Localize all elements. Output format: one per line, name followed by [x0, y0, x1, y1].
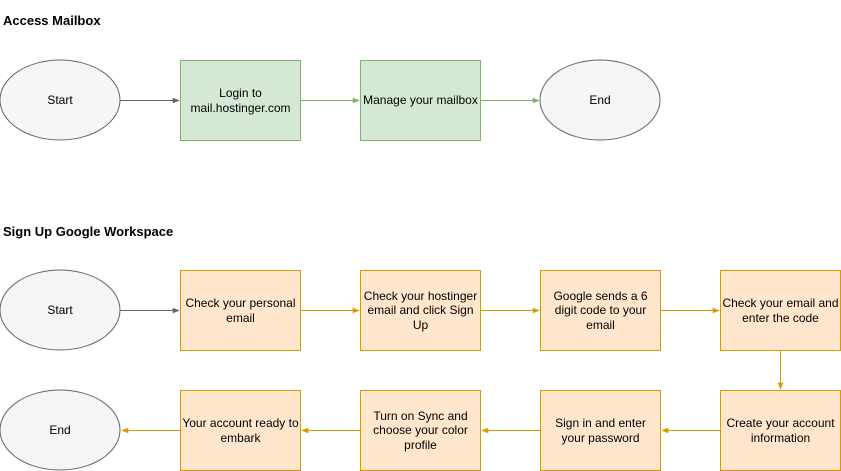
access-login-label: Login to mail.hostinger.com [190, 86, 291, 115]
signup-ready-box[interactable] [180, 390, 301, 471]
access-login-box[interactable] [180, 60, 301, 141]
signup-sync-box[interactable] [360, 390, 481, 471]
signup-check-hostinger-label: Check your hostinger email and click Sig… [363, 288, 478, 332]
signup-sign-in-label: Sign in and enter your password [555, 416, 646, 445]
signup-end-ellipse[interactable] [0, 389, 121, 471]
sign-up-google-workspace-title: Sign Up Google Workspace [3, 224, 174, 239]
signup-google-code-box[interactable] [540, 270, 661, 351]
signup-ready-label: Your account ready to embark [182, 416, 299, 445]
signup-google-code-label: Google sends a 6 digit code to your emai… [553, 288, 648, 332]
access-end-label: End [589, 92, 611, 107]
signup-sign-in-box[interactable] [540, 390, 661, 471]
access-manage-label: Manage your mailbox [363, 93, 478, 108]
signup-create-account-label: Create your account information [726, 416, 835, 445]
signup-sync-label: Turn on Sync and choose your color profi… [373, 408, 468, 452]
signup-enter-code-box[interactable] [720, 270, 841, 351]
signup-enter-code-label: Check your email and enter the code [722, 296, 839, 325]
signup-check-personal-box[interactable] [180, 270, 301, 351]
signup-start-label: Start [47, 302, 73, 317]
access-mailbox-title: Access Mailbox [3, 13, 101, 28]
signup-check-personal-label: Check your personal email [185, 296, 296, 325]
access-manage-box[interactable] [360, 60, 481, 141]
signup-check-hostinger-box[interactable] [360, 270, 481, 351]
signup-end-label: End [49, 422, 71, 437]
access-start-label: Start [47, 92, 73, 107]
access-end-ellipse[interactable] [539, 59, 661, 141]
